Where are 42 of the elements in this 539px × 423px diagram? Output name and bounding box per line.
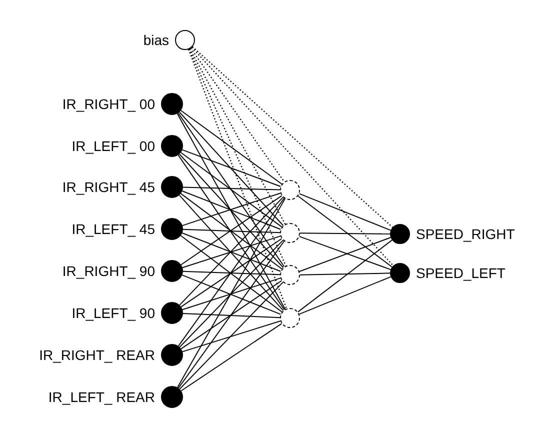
connection-line	[180, 280, 282, 350]
connection-line	[179, 240, 284, 348]
connection-line	[182, 228, 280, 234]
connection-line	[192, 46, 393, 228]
connection-line	[180, 152, 282, 228]
connection-line	[298, 276, 392, 315]
neuron-label: IR_LEFT_ REAR	[48, 388, 155, 406]
connection-line	[176, 113, 286, 310]
neuron-label: IR_RIGHT_ 00	[62, 95, 155, 113]
neuron-label: IR_RIGHT_ REAR	[39, 346, 155, 364]
connection-line	[182, 320, 281, 352]
neuron-label: SPEED_LEFT	[416, 264, 506, 282]
connection-line	[182, 186, 280, 190]
connection-line	[176, 198, 286, 388]
connection-line	[300, 272, 390, 276]
connection-line	[178, 112, 284, 226]
connection-line	[297, 240, 393, 312]
neuron-label: IR_LEFT_ 45	[72, 220, 155, 238]
connection-line	[178, 154, 284, 268]
connection-line	[180, 323, 282, 392]
connection-line	[190, 48, 285, 182]
connection-line	[188, 48, 286, 266]
connection-line	[178, 240, 285, 389]
neuron-label: IR_RIGHT_ 45	[62, 178, 155, 196]
connection-line	[189, 48, 286, 224]
connection-line	[300, 232, 390, 234]
neuron-label: SPEED_RIGHT	[416, 225, 515, 243]
neuron-label: IR_LEFT_ 90	[72, 304, 155, 322]
connection-line	[297, 196, 393, 268]
connection-line	[188, 49, 288, 309]
neuron-label: IR_RIGHT_ 90	[62, 262, 155, 280]
connection-line	[178, 198, 285, 347]
connection-line	[182, 149, 282, 187]
neuron-label: IR_LEFT_ 00	[72, 137, 155, 155]
connection-line	[179, 282, 284, 390]
connection-line	[178, 112, 285, 268]
connection-line	[298, 193, 392, 231]
connection-line	[182, 312, 280, 318]
neuron-label: bias	[143, 31, 169, 49]
connection-line	[182, 270, 280, 276]
connection-line	[180, 110, 282, 185]
connection-line	[178, 154, 285, 310]
